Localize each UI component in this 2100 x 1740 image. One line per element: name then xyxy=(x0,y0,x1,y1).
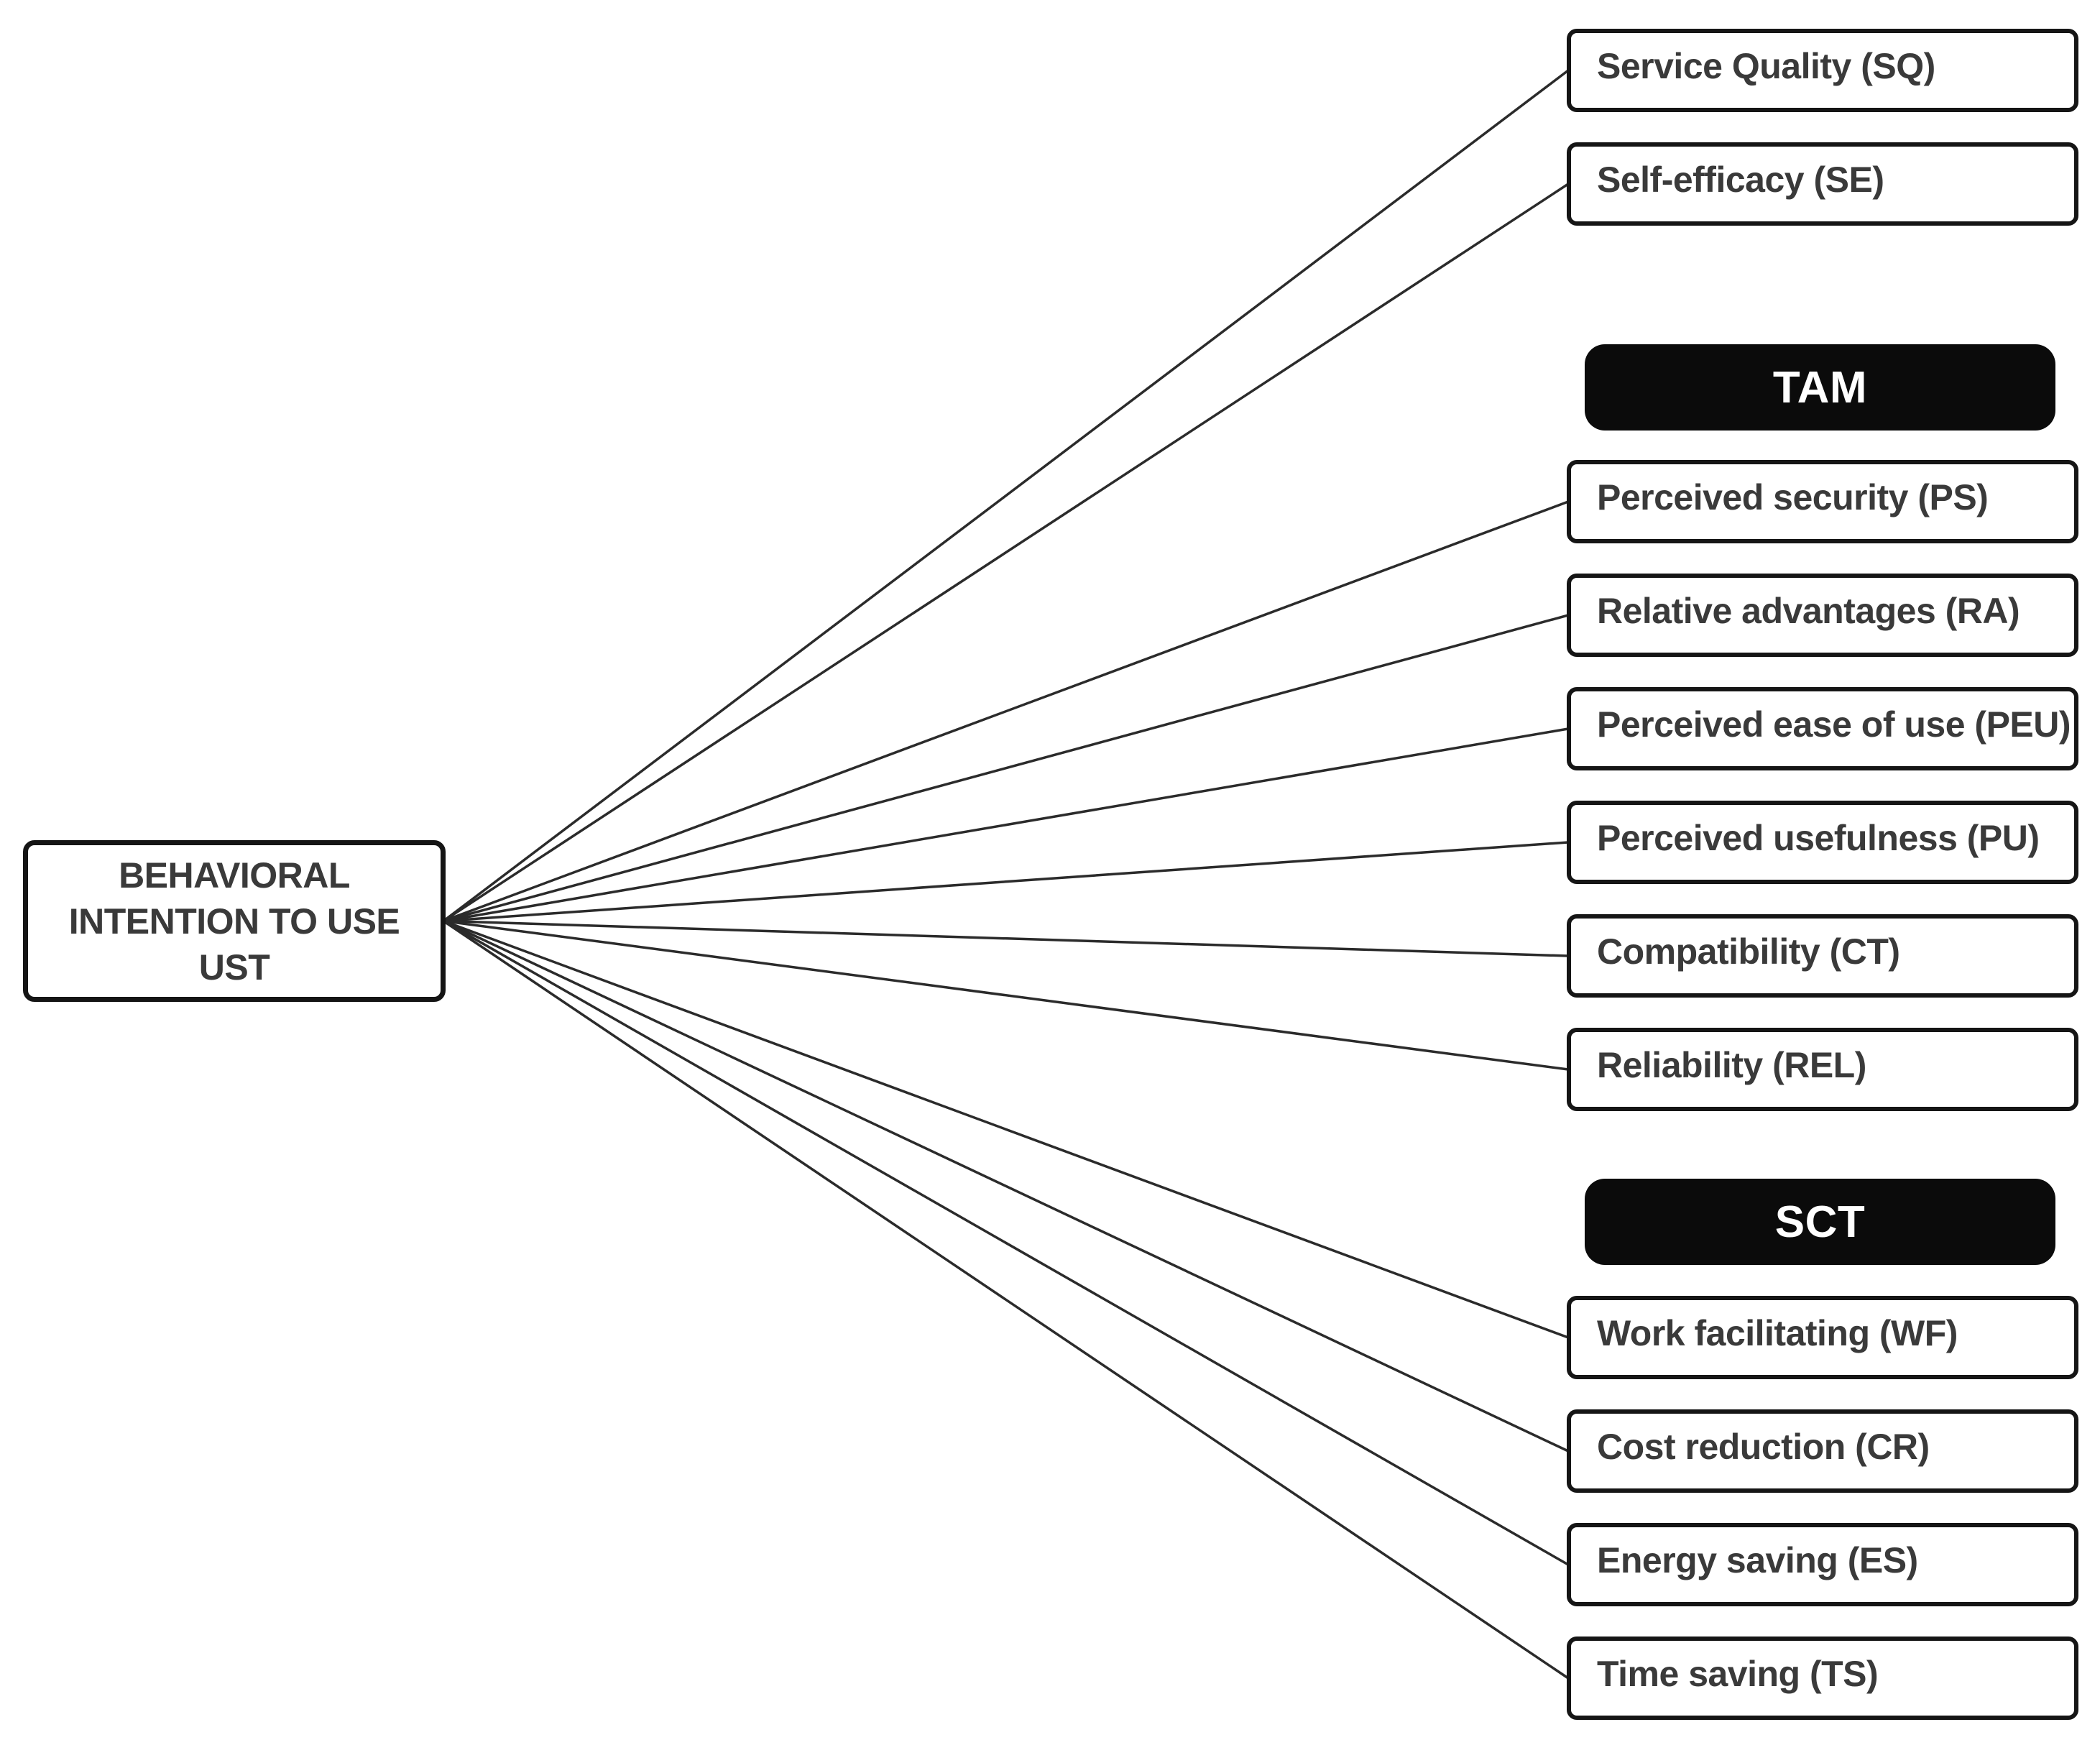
connector-line xyxy=(442,919,1570,957)
factor-box-perceived-usefulness: Perceived usefulness (PU) xyxy=(1567,801,2078,884)
factor-box-self-efficacy: Self-efficacy (SE) xyxy=(1567,142,2078,226)
group-header-tam: TAM xyxy=(1585,344,2055,431)
factor-box-perceived-security: Perceived security (PS) xyxy=(1567,460,2078,543)
factor-box-time-saving: Time saving (TS) xyxy=(1567,1637,2078,1720)
group-header-sct: SCT xyxy=(1585,1179,2055,1265)
connector-line xyxy=(442,727,1570,923)
connector-line xyxy=(442,614,1570,923)
factor-box-relative-advantages: Relative advantages (RA) xyxy=(1567,574,2078,657)
factor-box-reliability: Reliability (REL) xyxy=(1567,1028,2078,1111)
factor-box-perceived-ease-of-use: Perceived ease of use (PEU) xyxy=(1567,687,2078,770)
connector-line xyxy=(442,919,1570,1071)
connector-line xyxy=(442,183,1570,923)
factor-box-energy-saving: Energy saving (ES) xyxy=(1567,1523,2078,1606)
source-node-behavioral-intention: BEHAVIORAL INTENTION TO USE UST xyxy=(23,840,446,1002)
factor-box-cost-reduction: Cost reduction (CR) xyxy=(1567,1409,2078,1493)
factor-box-work-facilitating: Work facilitating (WF) xyxy=(1567,1296,2078,1379)
factor-box-service-quality: Service Quality (SQ) xyxy=(1567,29,2078,112)
connector-line xyxy=(442,500,1570,923)
factor-box-compatibility: Compatibility (CT) xyxy=(1567,914,2078,998)
connector-line xyxy=(442,919,1570,1566)
connector-line xyxy=(442,919,1570,1453)
connector-line xyxy=(442,919,1570,1680)
connector-line xyxy=(442,69,1570,923)
connector-line xyxy=(442,919,1570,1339)
connector-line xyxy=(442,841,1570,923)
